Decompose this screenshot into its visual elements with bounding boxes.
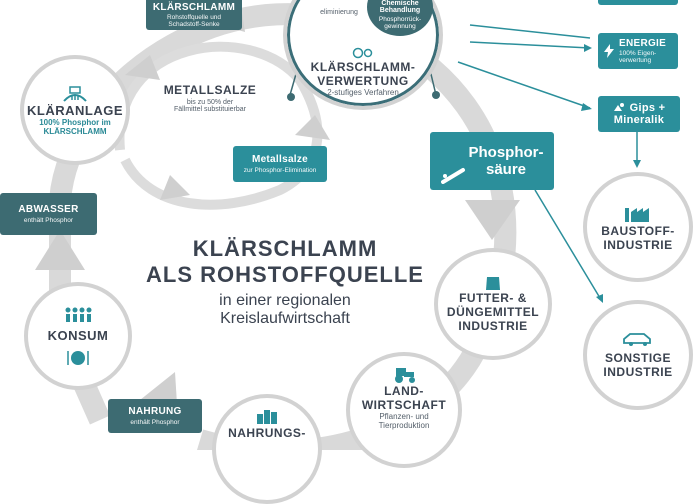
- baustoff-line2: INDUSTRIE: [603, 238, 673, 252]
- futter-line3: INDUSTRIE: [458, 319, 528, 333]
- plate-cutlery-icon: [65, 349, 91, 367]
- lightning-icon: [604, 44, 614, 58]
- baustoff-line1: BAUSTOFF-: [601, 224, 675, 238]
- line-to-energie: [469, 41, 591, 49]
- klaerschlamm-box-title: KLÄRSCHLAMM: [152, 2, 236, 13]
- dot-left: [287, 93, 295, 101]
- line-to-gips: [457, 61, 591, 109]
- line-phosphor-sonstige: [534, 189, 601, 299]
- landwirtschaft-sub2: Tierproduktion: [378, 421, 430, 430]
- landwirtschaft-sub1: Pflanzen- und: [379, 412, 429, 421]
- verwertung-inner-right-sub1: Phosphorrück-: [378, 16, 422, 23]
- verwertung-title1: KLÄRSCHLAMM-: [310, 59, 416, 74]
- landwirtschaft-title1: LAND-: [384, 384, 424, 398]
- minerals-icon: [613, 102, 625, 114]
- energie-sub2: verwertung: [619, 57, 652, 64]
- gips-box: Gips + Mineralik: [598, 96, 680, 132]
- metallsalze-sub2: Fällmittel substituierbar: [174, 106, 246, 113]
- klaeranlage-title: KLÄRANLAGE: [27, 102, 123, 118]
- klaerschlamm-box: KLÄRSCHLAMM Rohstoffquelle und Schadstof…: [146, 0, 242, 30]
- center-title-line1: KLÄRSCHLAMM: [192, 236, 378, 261]
- center-title-line2: ALS ROHSTOFFQUELLE: [146, 262, 424, 287]
- nahrungs-title: NAHRUNGS-: [228, 426, 306, 440]
- gears-icon: [351, 46, 375, 60]
- arrow-sonstige: [596, 294, 603, 303]
- arrow-energie: [584, 44, 592, 52]
- nahrung-box: NAHRUNG enthält Phosphor: [108, 399, 202, 433]
- line-to-top-box: [469, 24, 591, 39]
- abwasser-box-sub: enthält Phosphor: [23, 217, 74, 224]
- center-title-block: KLÄRSCHLAMM ALS ROHSTOFFQUELLE in einer …: [140, 236, 430, 328]
- verwertung-sub: 2-stufiges Verfahren: [327, 87, 399, 97]
- factory-icon: [623, 202, 653, 222]
- klaeranlage-sub2: KLÄRSCHLAMM: [43, 126, 107, 136]
- phosphorsaeure-line1: Phosphor-: [468, 144, 544, 161]
- klaerschlamm-box-sub2: Schadstoff-Senke: [168, 21, 220, 28]
- konsum-node: KONSUM: [24, 282, 132, 390]
- verwertung-inner-right-title1: Chemische: [381, 0, 419, 7]
- klaeranlage-sub1: 100% Phosphor im: [39, 117, 111, 127]
- metallsalze-box-title: Metallsalze: [251, 154, 309, 165]
- nahrung-box-title: NAHRUNG: [128, 406, 182, 417]
- abwasser-box: ABWASSER enthält Phosphor: [0, 193, 97, 235]
- futter-line2: DÜNGEMITTEL: [446, 305, 540, 319]
- gips-title2: Mineralik: [613, 114, 665, 126]
- tractor-icon: [390, 366, 418, 384]
- arrowhead-down-right: [465, 200, 520, 240]
- sonstige-node: SONSTIGE INDUSTRIE: [583, 300, 693, 410]
- metallsalze-text: METALLSALZE bis zu 50% der Fällmittel su…: [155, 83, 265, 113]
- top-right-box: [598, 0, 678, 5]
- nahrungs-node: NAHRUNGS-: [212, 394, 322, 504]
- energie-box: ENERGIE 100% Eigen- verwertung: [598, 33, 678, 69]
- arrowhead-up-left: [35, 230, 85, 270]
- landwirtschaft-node: LAND- WIRTSCHAFT Pflanzen- und Tierprodu…: [346, 352, 462, 468]
- gips-title1: Gips +: [629, 102, 666, 114]
- klaerschlamm-box-sub1: Rohstoffquelle und: [166, 14, 222, 21]
- energie-sub1: 100% Eigen-: [619, 50, 657, 57]
- futter-node: FUTTER- & DÜNGEMITTEL INDUSTRIE: [434, 248, 552, 360]
- metallsalze-box-sub: zur Phosphor-Elimination: [243, 167, 317, 174]
- water-treatment-icon: [62, 85, 88, 103]
- metallsalze-box: Metallsalze zur Phosphor-Elimination: [233, 146, 327, 182]
- metallsalze-sub1: bis zu 50% der: [186, 99, 234, 106]
- verwertung-inner-left: eliminierung: [308, 0, 370, 22]
- landwirtschaft-title2: WIRTSCHAFT: [361, 398, 447, 412]
- inner-arrowhead-2: [295, 115, 330, 140]
- arrow-gips: [581, 103, 592, 111]
- phosphorsaeure-box: Phosphor- säure: [430, 132, 554, 190]
- inner-arrowhead-3: [160, 175, 190, 200]
- energie-title: ENERGIE: [619, 38, 667, 49]
- verwertung-title2: VERWERTUNG: [317, 73, 409, 88]
- sonstige-line2: INDUSTRIE: [603, 365, 673, 379]
- baustoff-node: BAUSTOFF- INDUSTRIE: [583, 172, 693, 282]
- phosphorsaeure-line2: säure: [485, 161, 527, 178]
- nahrung-box-sub: enthält Phosphor: [130, 419, 180, 426]
- center-sub-line1: in einer regionalen: [219, 292, 351, 309]
- konsum-title: KONSUM: [47, 327, 109, 343]
- klaeranlage-node: KLÄRANLAGE 100% Phosphor im KLÄRSCHLAMM: [20, 55, 130, 165]
- verwertung-inner-right-sub2: gewinnung: [384, 23, 416, 30]
- groceries-icon: [255, 406, 279, 424]
- people-icon: [63, 306, 93, 322]
- fertilizer-bag-icon: [484, 275, 502, 291]
- verwertung-inner-left-text: eliminierung: [320, 9, 358, 16]
- futter-line1: FUTTER- &: [459, 291, 527, 305]
- test-tube-icon: [440, 166, 467, 184]
- sonstige-line1: SONSTIGE: [604, 351, 671, 365]
- verwertung-inner-right-title2: Behandlung: [379, 7, 421, 14]
- metallsalze-title: METALLSALZE: [163, 83, 257, 97]
- center-sub-line2: Kreislaufwirtschaft: [220, 310, 350, 327]
- inner-arrowhead-1: [125, 55, 160, 80]
- abwasser-box-title: ABWASSER: [18, 204, 79, 215]
- electric-car-icon: [622, 331, 654, 347]
- arrow-baustoff: [633, 160, 641, 168]
